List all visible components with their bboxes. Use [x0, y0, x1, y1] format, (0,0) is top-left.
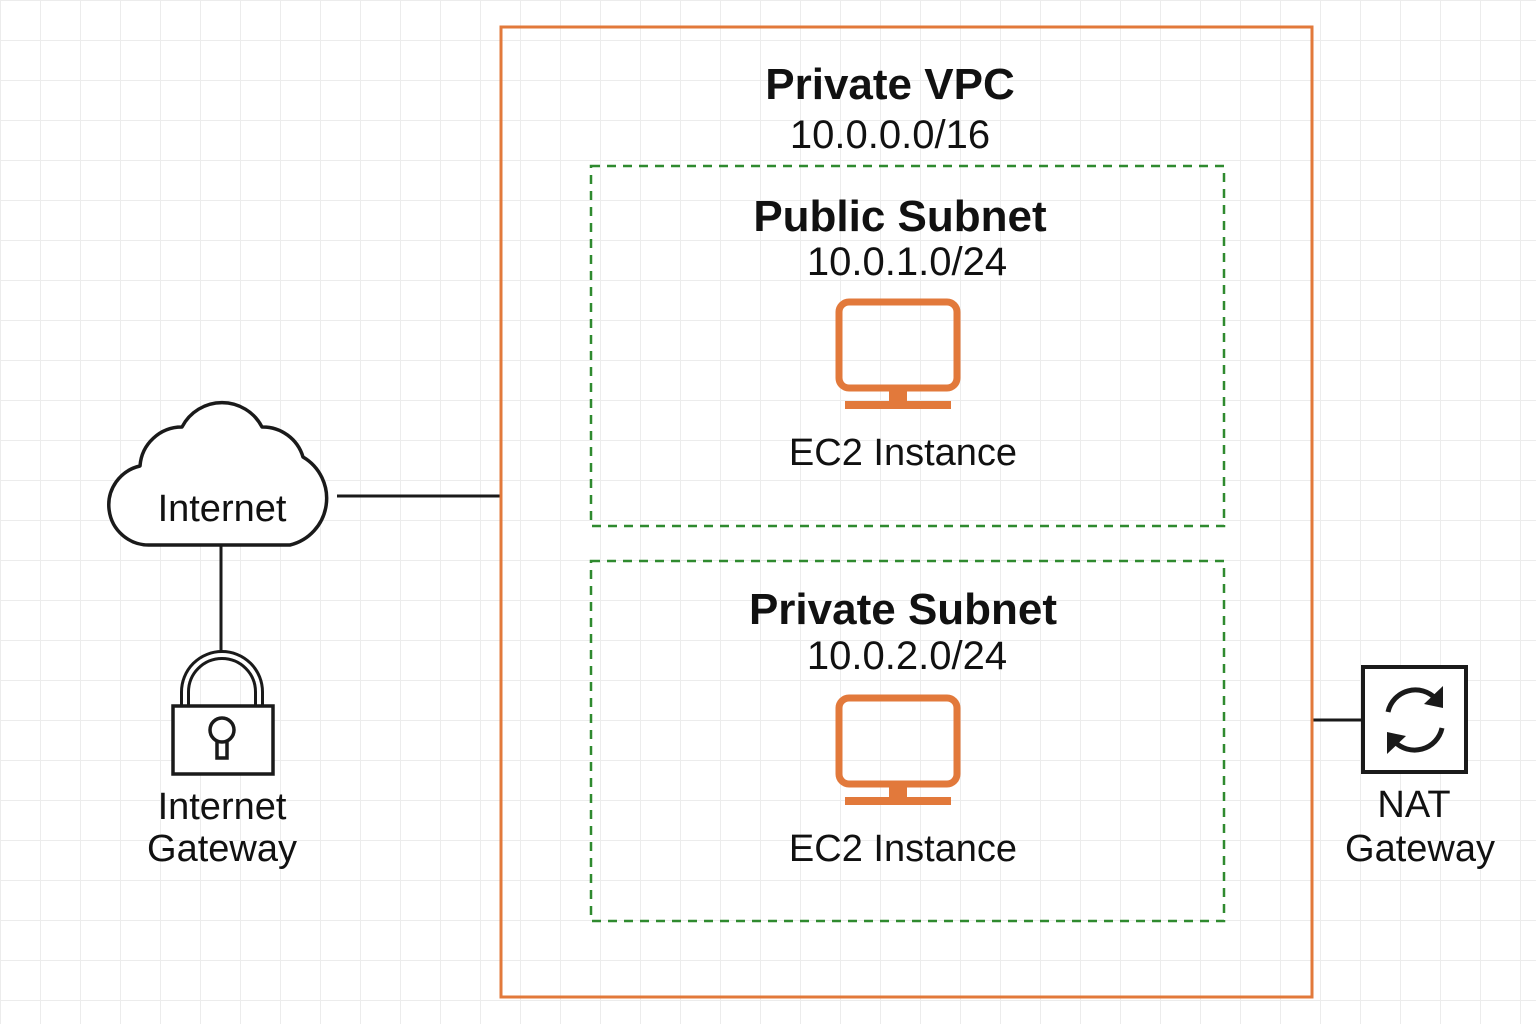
private-ec2-instance-label: EC2 Instance [789, 828, 1017, 870]
public-subnet-cidr: 10.0.1.0/24 [807, 240, 1007, 284]
internet-gateway-label-line1: Internet [158, 786, 287, 828]
nat-gateway-box [1361, 665, 1468, 774]
padlock-icon [171, 650, 275, 776]
vpc-container [499, 25, 1314, 999]
nat-gateway-label-line1: NAT [1377, 784, 1450, 826]
nat-gateway-label-line2: Gateway [1345, 828, 1495, 870]
vpc-cidr: 10.0.0.0/16 [790, 113, 990, 157]
public-subnet-title: Public Subnet [753, 192, 1047, 241]
public-ec2-instance-label: EC2 Instance [789, 432, 1017, 474]
internet-gateway-label-line2: Gateway [147, 828, 297, 870]
private-subnet-cidr: 10.0.2.0/24 [807, 634, 1007, 678]
monitor-icon [835, 694, 961, 805]
internet-label: Internet [158, 488, 287, 530]
refresh-arrows-icon [1385, 686, 1445, 754]
vpc-title: Private VPC [765, 60, 1014, 109]
monitor-icon [835, 298, 961, 409]
cloud-icon [107, 400, 329, 547]
private-subnet-title: Private Subnet [749, 585, 1057, 634]
